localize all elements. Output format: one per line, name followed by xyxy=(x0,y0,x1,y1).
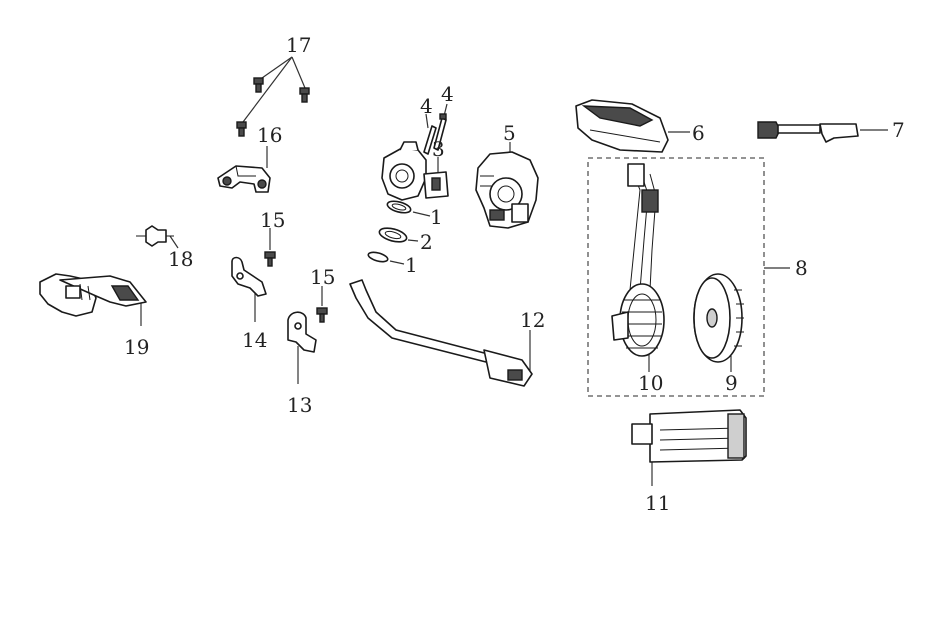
callout-7: 7 xyxy=(892,118,905,142)
part-15-screws xyxy=(264,228,328,323)
callout-1a: 1 xyxy=(430,205,443,229)
callout-labels: 17 16 4 4 3 5 6 7 1 2 1 15 18 8 15 12 14… xyxy=(124,33,905,515)
callout-2: 2 xyxy=(420,230,433,254)
callout-13: 13 xyxy=(287,393,312,417)
callout-4a: 4 xyxy=(420,94,433,118)
callout-8: 8 xyxy=(795,256,808,280)
callout-1b: 1 xyxy=(405,253,418,277)
part-3-throttle-body xyxy=(381,141,449,201)
callout-9: 9 xyxy=(725,371,738,395)
callout-5: 5 xyxy=(503,121,516,145)
part-10-stator xyxy=(611,163,665,372)
part-14-clip xyxy=(231,256,267,322)
part-13-clip xyxy=(287,311,317,384)
callout-17: 17 xyxy=(286,33,311,57)
part-12-coil xyxy=(349,279,533,387)
part-8-assembly xyxy=(587,157,790,397)
callout-3: 3 xyxy=(432,137,445,161)
part-16-bracket xyxy=(217,146,271,193)
callout-12: 12 xyxy=(520,308,545,332)
part-1-2-gaskets xyxy=(367,200,431,265)
callout-18: 18 xyxy=(168,247,193,271)
part-6-control-unit xyxy=(575,99,690,153)
callout-19: 19 xyxy=(124,335,149,359)
part-11-regulator xyxy=(631,409,747,486)
part-18-valve xyxy=(136,225,179,249)
callout-4b: 4 xyxy=(441,82,454,106)
part-17-screws xyxy=(236,56,310,137)
callout-11: 11 xyxy=(645,491,670,515)
callout-15a: 15 xyxy=(260,208,285,232)
part-9-flywheel xyxy=(693,273,744,372)
part-7-sensor xyxy=(757,121,888,143)
part-19-housing xyxy=(39,273,147,326)
callout-14: 14 xyxy=(242,328,267,352)
callout-10: 10 xyxy=(638,371,663,395)
callout-15b: 15 xyxy=(310,265,335,289)
callout-6: 6 xyxy=(692,121,705,145)
callout-16: 16 xyxy=(257,123,282,147)
part-5-housing xyxy=(475,142,539,229)
part-4-pins xyxy=(423,103,448,155)
